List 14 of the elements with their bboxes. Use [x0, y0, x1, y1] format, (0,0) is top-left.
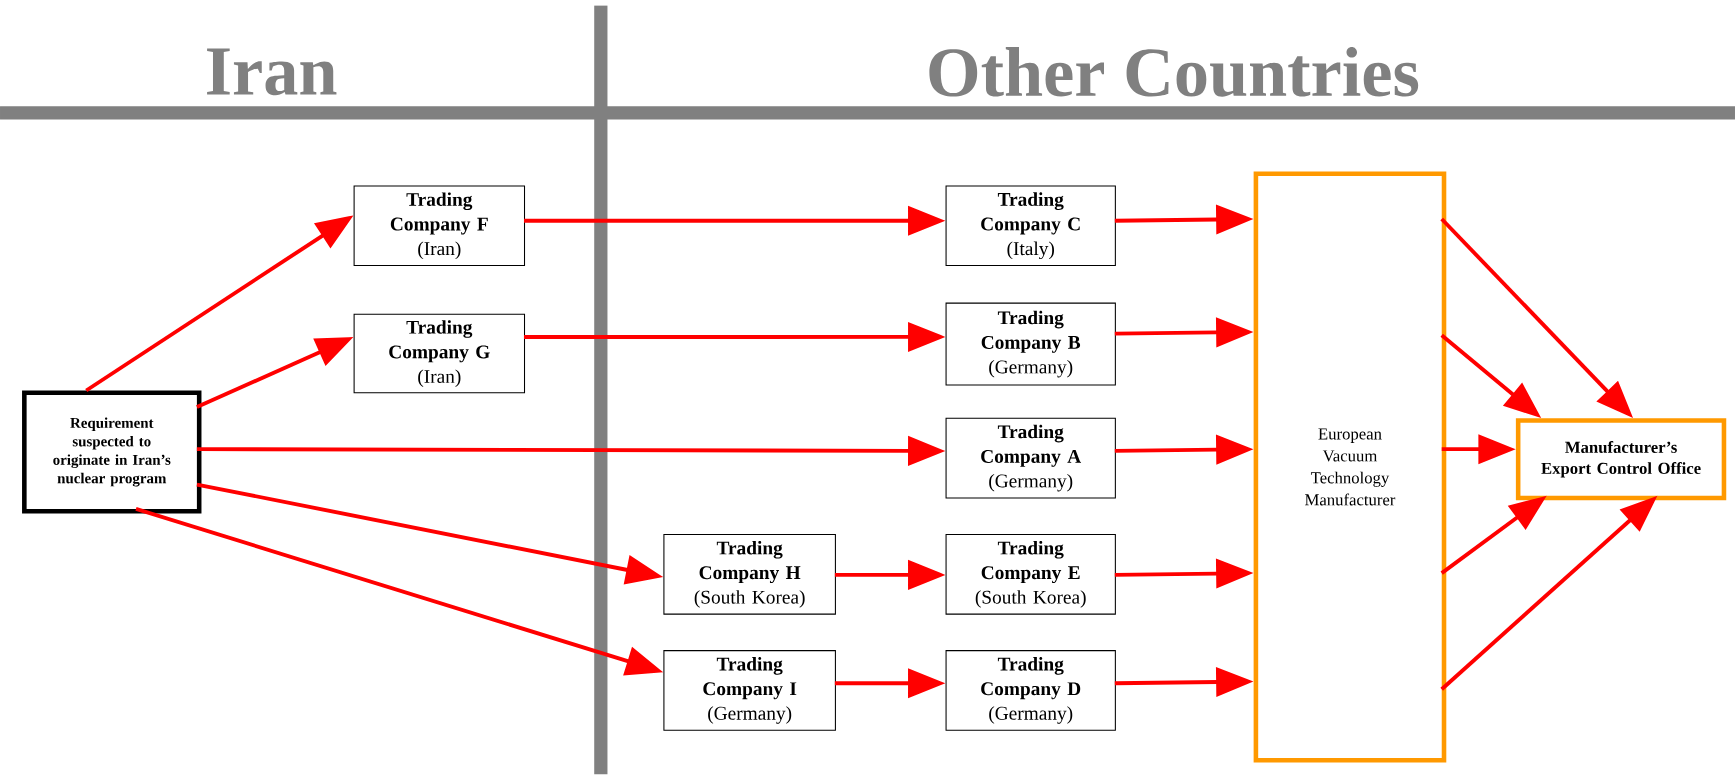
column-heading: Iran	[207, 48, 337, 96]
process-box: Trading Company E (South Korea)	[945, 534, 1116, 615]
process-box: Trading Company I (Germany)	[663, 650, 836, 732]
process-box: Trading Company D (Germany)	[945, 650, 1116, 732]
process-box: Manufacturer’s Export Control Office	[1515, 418, 1727, 501]
process-box: Trading Company B (Germany)	[945, 302, 1116, 386]
process-box: Trading Company F (Iran)	[353, 185, 526, 267]
process-box: Trading Company A (Germany)	[945, 417, 1116, 499]
process-box: Trading Company C (Italy)	[945, 185, 1116, 267]
column-heading: Other Countries	[929, 47, 1419, 97]
process-box: European Vacuum Technology Manufacturer	[1253, 171, 1447, 763]
process-box: Requirement suspected to originate in Iran’s nuclear program	[22, 390, 202, 514]
process-box: Trading Company H (South Korea)	[663, 534, 836, 615]
process-box: Trading Company G (Iran)	[353, 313, 526, 394]
